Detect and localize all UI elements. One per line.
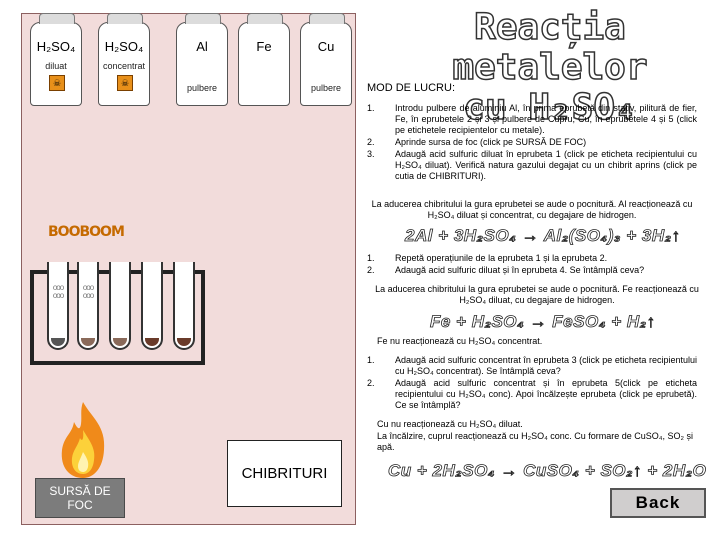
step-text: Adaugă acid sulfuric concentrat în eprub… — [395, 355, 697, 376]
step-text: Adaugă acid sulfuric diluat în eprubeta … — [395, 149, 697, 181]
rack-left-leg — [30, 270, 34, 365]
title-line-1: Reacția metalelor — [452, 7, 649, 89]
step-text: Aprinde sursa de foc (click pe SURSĂ DE … — [395, 137, 587, 147]
tube-contents — [177, 338, 191, 346]
jar-cu[interactable]: Cu pulbere — [300, 13, 352, 106]
jar-sublabel: concentrat — [102, 61, 146, 71]
test-tube-3[interactable] — [109, 262, 131, 350]
equation-cu: Cu + 2H₂SO₄ → CuSO₄ + SO₂↑ + 2H₂O — [388, 461, 707, 481]
observation-note: La aducerea chibritului la gura eprubete… — [375, 284, 699, 305]
fire-source-button[interactable]: SURSĂ DE FOC — [35, 478, 125, 518]
jar-sublabel: diluat — [45, 61, 67, 71]
jar-fe[interactable]: Fe — [238, 13, 290, 106]
observation-note: Cu nu reacționează cu H₂SO₄ diluat. — [377, 419, 523, 429]
rack-base — [30, 361, 205, 365]
steps-section-3: 1. Adaugă acid sulfuric concentrat în ep… — [367, 355, 697, 412]
tube-contents — [113, 338, 127, 346]
jar-label[interactable]: Cu — [317, 39, 335, 54]
flame-icon — [61, 402, 105, 478]
jar-cap — [39, 13, 75, 24]
step-number: 2. — [367, 378, 375, 388]
hazard-icon: ☠ — [49, 75, 65, 91]
work-mode-label: MOD DE LUCRU: — [367, 82, 456, 94]
matches-box[interactable]: CHIBRITURI — [227, 440, 342, 507]
steps-section-1: 1. Introdu pulbere de aluminiu Al, în pr… — [367, 103, 697, 183]
step-item: 2. Adaugă acid sulfuric diluat și în epr… — [367, 265, 697, 276]
jar-label[interactable]: H₂SO₄ — [104, 39, 144, 54]
equation-al: 2Al + 3H₂SO₄ → Al₂(SO₄)₃ + 3H₂↑ — [405, 226, 681, 246]
tube-contents — [81, 338, 95, 346]
page-title: Reacția metalelor cu H₂SO₄ — [385, 7, 715, 129]
tube-contents — [145, 338, 159, 346]
hazard-icon: ☠ — [117, 75, 133, 91]
boom-effect: BOOBOOM — [48, 224, 125, 240]
step-number: 1. — [367, 103, 375, 113]
step-item: 2. Adaugă acid sulfuric concentrat și în… — [367, 378, 697, 411]
observation-note: La încălzire, cuprul reacționează cu H₂S… — [377, 431, 693, 452]
jar-cap — [247, 13, 283, 24]
step-item: 3. Adaugă acid sulfuric diluat în eprube… — [367, 149, 697, 182]
observation-note: La aducerea chibritului la gura eprubete… — [371, 199, 693, 220]
step-number: 3. — [367, 149, 375, 159]
step-text: Repetă operațiunile de la eprubeta 1 și … — [395, 253, 608, 263]
jar-cap — [309, 13, 345, 24]
jar-h2so4-concentrat[interactable]: H₂SO₄ concentrat ☠ — [98, 13, 150, 106]
jar-cap — [107, 13, 143, 24]
step-item: 2. Aprinde sursa de foc (click pe SURSĂ … — [367, 137, 697, 148]
back-button[interactable]: Back — [610, 488, 706, 518]
step-text: Introdu pulbere de aluminiu Al, în prima… — [395, 103, 697, 135]
steps-section-2: 1. Repetă operațiunile de la eprubeta 1 … — [367, 253, 697, 277]
title-line-2: cu H₂SO₄ — [463, 87, 638, 129]
step-number: 2. — [367, 137, 375, 147]
step-text: Adaugă acid sulfuric diluat și în eprube… — [395, 265, 645, 275]
tube-contents — [51, 338, 65, 346]
step-number: 1. — [367, 253, 375, 263]
step-item: 1. Introdu pulbere de aluminiu Al, în pr… — [367, 103, 697, 136]
jar-sublabel: pulbere — [310, 83, 342, 93]
jar-label[interactable]: Fe — [256, 39, 272, 54]
jar-h2so4-diluat[interactable]: H₂SO₄ diluat ☠ — [30, 13, 82, 106]
step-item: 1. Adaugă acid sulfuric concentrat în ep… — [367, 355, 697, 377]
jar-label[interactable]: H₂SO₄ — [36, 39, 76, 54]
jar-al[interactable]: Al pulbere — [176, 13, 228, 106]
step-number: 2. — [367, 265, 375, 275]
step-item: 1. Repetă operațiunile de la eprubeta 1 … — [367, 253, 697, 264]
step-number: 1. — [367, 355, 375, 365]
test-tube-5[interactable] — [173, 262, 195, 350]
equation-fe: Fe + H₂SO₄ → FeSO₄ + H₂↑ — [430, 312, 656, 332]
step-text: Adaugă acid sulfuric concentrat și în ep… — [395, 378, 697, 410]
test-tube-4[interactable] — [141, 262, 163, 350]
jar-cap — [185, 13, 221, 24]
observation-note: Fe nu reacționează cu H₂SO₄ concentrat. — [377, 336, 543, 346]
rack-right-leg — [201, 270, 205, 365]
jar-label[interactable]: Al — [196, 39, 208, 54]
jar-sublabel: pulbere — [186, 83, 218, 93]
